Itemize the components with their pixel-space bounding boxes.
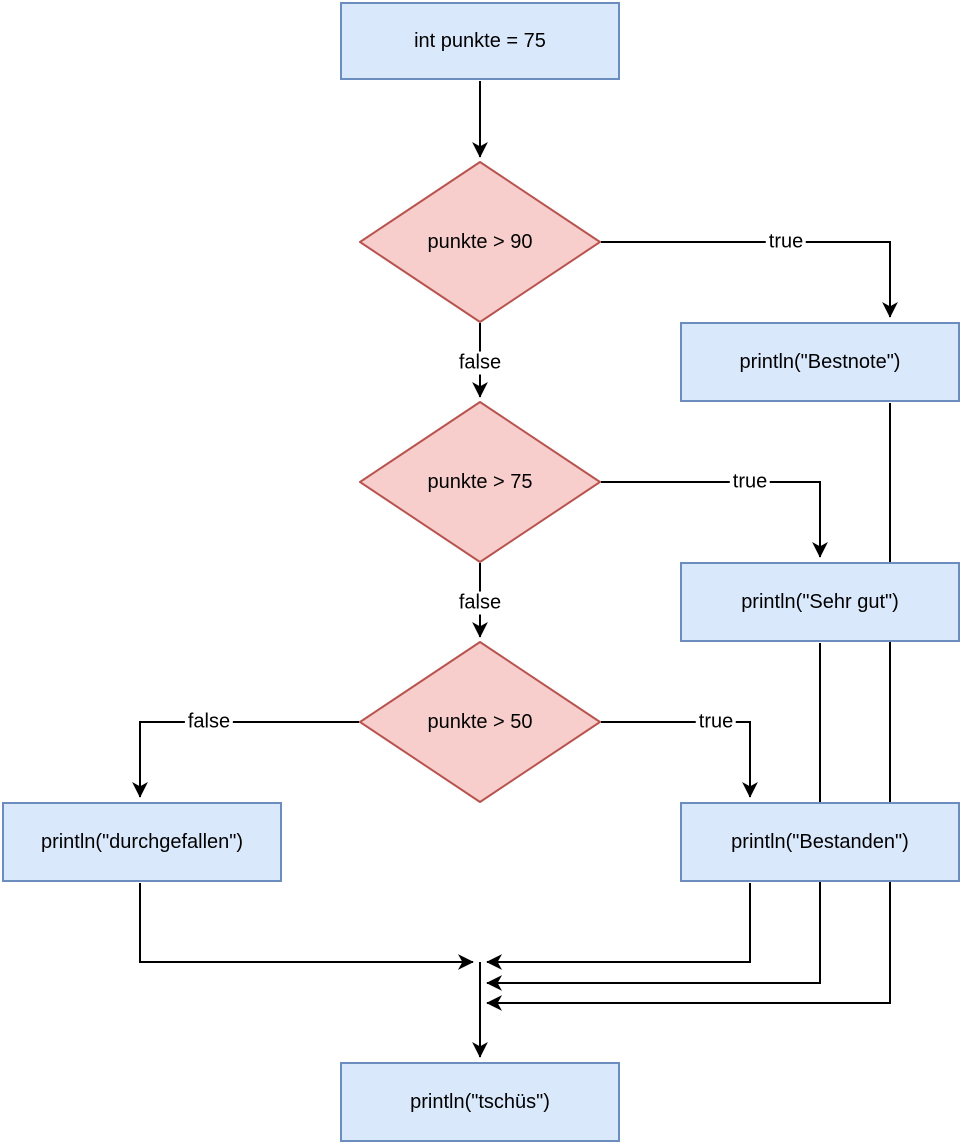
edge-decision-90-true-to-bestnote (601, 241, 898, 318)
node-start-box[interactable]: int punkte = 75 (340, 2, 620, 80)
decision-punkte-50-shape[interactable] (359, 641, 601, 803)
node-sehr-gut-box[interactable]: println("Sehr gut") (680, 562, 960, 642)
decision-punkte-90-shape[interactable] (359, 161, 601, 323)
decision-punkte-75-label-overlay: punkte > 75 (360, 402, 600, 562)
edge-bestanden-to-merge (486, 883, 751, 970)
decision-punkte-75-label: punkte > 75 (427, 471, 533, 493)
edge-decision-50-true-to-bestanden (601, 721, 758, 798)
node-bestanden-label: println("Bestanden") (731, 831, 909, 853)
decision-punkte-75-shape[interactable] (359, 401, 601, 563)
node-tschues-box[interactable]: println("tschüs") (340, 1062, 620, 1142)
node-bestanden-box[interactable]: println("Bestanden") (680, 802, 960, 882)
edge-durchgefallen-to-merge (139, 883, 474, 970)
node-durchgefallen-label: println("durchgefallen") (40, 831, 244, 853)
node-sehr-gut-label: println("Sehr gut") (741, 591, 899, 613)
node-bestnote-label: println("Bestnote") (739, 351, 901, 373)
node-tschues-label: println("tschüs") (410, 1091, 550, 1113)
decision-punkte-90-label: punkte > 90 (427, 231, 533, 253)
node-bestnote-box[interactable]: println("Bestnote") (680, 322, 960, 402)
node-durchgefallen-box[interactable]: println("durchgefallen") (2, 802, 282, 882)
edge-label-decision-90-false: false (455, 351, 505, 375)
decision-punkte-50-label-overlay: punkte > 50 (360, 642, 600, 802)
edge-label-decision-75-false: false (455, 591, 505, 615)
edge-label-decision-75-true: true (729, 470, 771, 494)
edge-sehr-gut-to-merge (486, 643, 821, 991)
edge-decision-75-true-to-sehr-gut (601, 481, 828, 558)
decision-punkte-50-label: punkte > 50 (427, 711, 533, 733)
node-start-label: int punkte = 75 (414, 30, 546, 52)
edge-label-decision-50-true: true (695, 710, 737, 734)
edge-label-decision-90-true: true (765, 230, 807, 254)
edge-label-decision-50-false: false (184, 710, 234, 734)
edge-decision-50-false-to-durchgefallen (132, 721, 359, 798)
decision-punkte-90-label-overlay: punkte > 90 (360, 162, 600, 322)
